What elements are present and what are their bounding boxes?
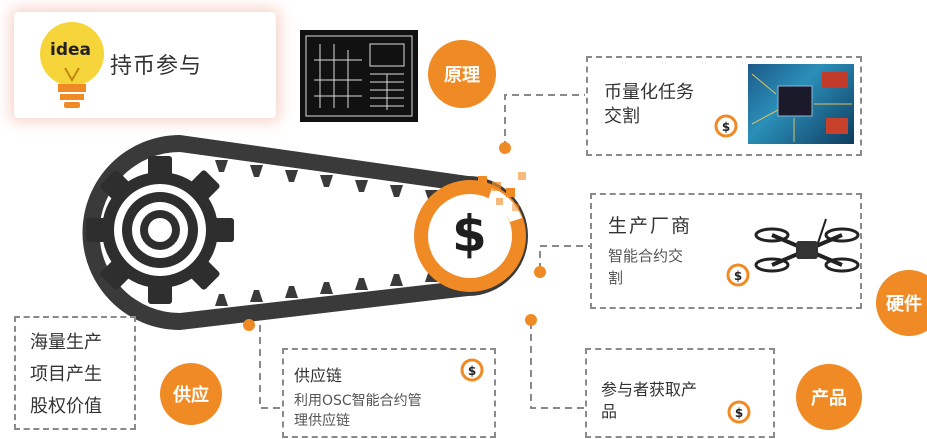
lightbulb-icon (40, 22, 104, 108)
supply-bubble: 供应 (160, 363, 222, 425)
participants-card-line1: 参与者获取产 (601, 380, 698, 399)
task-card-line1: 币量化任务 (604, 82, 694, 103)
task-card-line2: 交割 (604, 106, 640, 127)
manufacturer-card: 生产厂商 智能合约交 割 $ (590, 193, 862, 309)
coin-icon: $ (714, 114, 738, 142)
drone-image (754, 218, 860, 273)
manufacturer-card-line1: 智能合约交 (608, 247, 684, 265)
connector-supply (248, 324, 282, 409)
pixel-decoration (478, 172, 526, 211)
coin-icon (414, 180, 526, 292)
coin-icon: $ (726, 263, 750, 291)
circuit-diagram-image (300, 30, 418, 122)
supply-chain-card-line1: 利用OSC智能合约管 (294, 393, 422, 409)
equity-card: 海量生产 项目产生 股权价值 (14, 316, 136, 430)
coin-dollar-symbol: $ (452, 205, 487, 263)
task-card: 币量化任务 交割 $ (586, 56, 862, 156)
principle-bubble: 原理 (428, 40, 496, 108)
manufacturer-card-line2: 割 (608, 269, 624, 287)
supply-chain-card-line2: 理供应链 (294, 413, 350, 429)
equity-card-line3: 股权价值 (30, 396, 102, 417)
coin-icon: $ (460, 358, 484, 386)
svg-text:$: $ (722, 120, 730, 134)
title-card: idea (14, 12, 276, 118)
connector-product (530, 322, 585, 409)
participants-card-line2: 品 (601, 402, 618, 421)
connector-principle (504, 94, 585, 148)
hardware-bubble: 硬件 (876, 270, 927, 336)
gear-icon (86, 156, 234, 304)
svg-text:$: $ (735, 406, 743, 420)
participants-card: 参与者获取产 品 $ (585, 348, 775, 438)
supply-chain-card-title: 供应链 (294, 366, 343, 385)
supply-chain-card: 供应链 利用OSC智能合约管 理供应链 $ (282, 348, 496, 438)
svg-text:$: $ (468, 364, 476, 378)
connector-manufacturer (539, 245, 590, 270)
svg-text:$: $ (734, 269, 742, 283)
equity-card-line2: 项目产生 (30, 364, 102, 385)
manufacturer-card-title: 生产厂商 (608, 215, 693, 237)
coin-icon: $ (727, 400, 751, 428)
idea-badge: idea (50, 40, 91, 60)
circuit-board-image (748, 64, 854, 144)
equity-card-line1: 海量生产 (30, 332, 102, 353)
page-title: 持币参与 (110, 54, 203, 79)
product-bubble: 产品 (796, 364, 862, 430)
